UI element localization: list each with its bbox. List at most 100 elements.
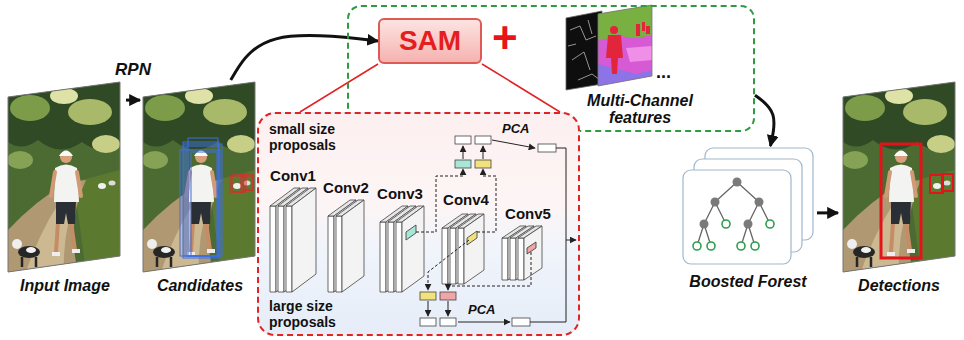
feature-vector-box — [455, 136, 471, 144]
feature-map-stack — [598, 5, 652, 40]
ellipsis: ... — [656, 62, 671, 82]
proposal-size-label: large size proposals — [269, 298, 351, 330]
roi-highlight — [406, 225, 416, 240]
features-caption: Multi-Channel features — [578, 92, 702, 126]
feature-flow-arrow — [463, 146, 464, 159]
roi-pooling-arrow — [428, 240, 469, 290]
conv-layer-blocks — [450, 228, 456, 284]
feature-map-stack — [606, 35, 623, 74]
candidates-photo — [143, 82, 255, 272]
input-photo — [8, 82, 120, 272]
conv-layer: Conv2 — [322, 178, 370, 198]
tree-card-stack — [683, 170, 791, 264]
pca-label: PCA — [468, 302, 495, 317]
input-photo — [7, 82, 120, 272]
candidates-photo — [184, 144, 222, 256]
layer-name: Conv4 — [443, 191, 489, 209]
feature-flow-arrow — [428, 140, 576, 322]
input-photo — [7, 82, 120, 272]
conv-layer-blocks — [502, 238, 508, 280]
roi-pooling-arrow — [416, 169, 531, 290]
decision-tree — [707, 242, 715, 250]
feature-vector-box — [440, 318, 456, 326]
roi-highlight — [406, 225, 536, 254]
decision-tree — [693, 178, 774, 251]
flow-arrow — [755, 95, 774, 146]
image-caption: Input Image — [5, 276, 125, 296]
conv-layer-blocks — [402, 206, 424, 292]
feature-flow-arrow — [530, 240, 566, 322]
feature-vector-box — [455, 160, 471, 168]
decision-tree — [744, 220, 753, 229]
candidates-photo — [232, 174, 246, 192]
conv-layer-blocks — [292, 188, 316, 292]
pca-label: PCA — [502, 121, 529, 136]
conv-layer-blocks — [510, 238, 516, 280]
candidates-photo — [241, 174, 253, 190]
plus-sign: + — [492, 16, 518, 60]
flow-arrow — [126, 99, 140, 102]
feature-vector-box — [475, 160, 491, 168]
feature-vector-box — [512, 318, 530, 326]
conv-layer-blocks — [342, 200, 364, 292]
candidates-photo — [243, 176, 253, 190]
detections-image-panel: Detections — [838, 80, 961, 298]
tree-card-stack — [683, 148, 813, 264]
feature-map-stack — [566, 5, 652, 90]
candidates-photo — [186, 146, 219, 256]
feature-flow-arrow — [448, 301, 449, 316]
feature-map-stack — [598, 5, 652, 86]
candidates-photo — [191, 152, 217, 256]
input-photo — [7, 82, 120, 272]
detections-photo — [842, 82, 955, 272]
detections-photo — [842, 82, 955, 272]
feature-flow-arrow — [483, 146, 484, 159]
conv-layer: Conv3 — [376, 184, 424, 204]
feature-map-stack — [566, 11, 602, 90]
conv-layer-blocks — [336, 216, 342, 292]
feature-map-stack — [598, 5, 652, 86]
candidates-photo — [142, 82, 255, 272]
classifier-caption: Boosted Forest — [680, 272, 816, 292]
detections-photo — [942, 174, 953, 191]
feature-map-stack — [626, 46, 652, 62]
sam-detail-box: small size proposals large size proposals… — [257, 112, 580, 336]
candidates-photo — [188, 138, 218, 256]
conv-layer: Conv4 — [442, 190, 490, 210]
feature-map-stack — [598, 64, 652, 86]
decision-tree — [693, 242, 701, 250]
candidates-photo — [142, 82, 255, 272]
decision-tree — [722, 220, 730, 228]
feature-flow-arrow — [556, 148, 576, 240]
decision-tree — [755, 198, 764, 207]
feature-map-stack — [568, 20, 600, 80]
boosted-forest: Boosted Forest — [680, 146, 817, 294]
detections-photo — [843, 82, 955, 272]
layer-name: Conv2 — [323, 179, 369, 197]
flow-arrow — [231, 35, 378, 80]
feature-flow-arrow — [428, 301, 429, 316]
image-caption: Detections — [838, 276, 960, 296]
image-caption: Candidates — [140, 276, 260, 296]
zoom-line — [300, 64, 378, 112]
feature-flow-arrow — [492, 140, 535, 148]
feature-map-stack — [636, 22, 650, 36]
conv-layer-blocks — [458, 228, 464, 284]
roi-pooling-arrow — [448, 252, 531, 290]
candidates-photo — [180, 138, 222, 258]
sam-box: SAM — [378, 18, 482, 64]
layer-name: Conv5 — [505, 205, 551, 223]
decision-tree — [737, 242, 745, 250]
candidates-photo — [142, 82, 255, 272]
conv-layer: Conv1 — [269, 166, 317, 186]
decision-tree — [733, 178, 742, 187]
feature-vector-box — [475, 136, 491, 144]
conv-layer-blocks — [464, 214, 484, 284]
decision-tree — [700, 178, 764, 229]
feature-vector-box — [538, 144, 556, 152]
feature-vector-box — [440, 292, 456, 300]
conv-layer-blocks — [270, 206, 276, 292]
proposal-size-label: small size proposals — [269, 121, 351, 153]
